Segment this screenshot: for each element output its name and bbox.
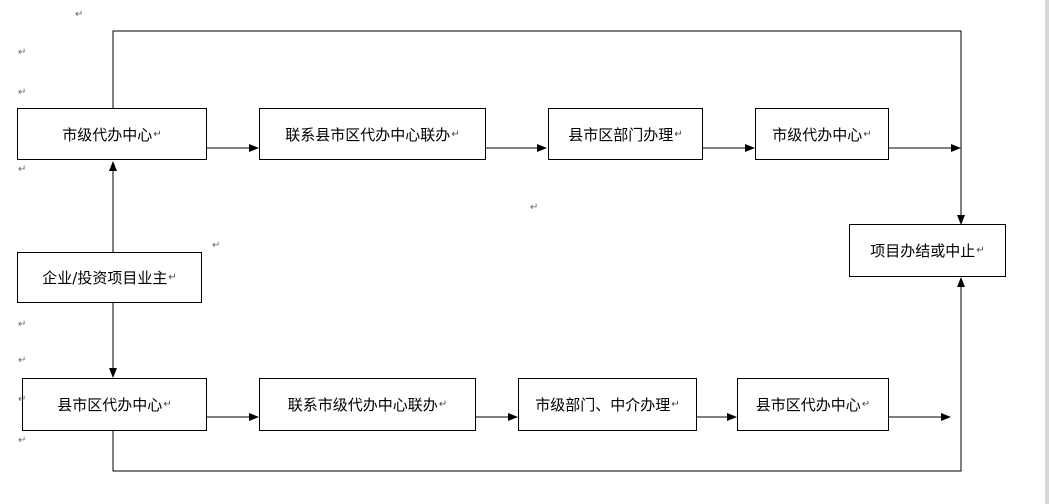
node-county-dept: 县市区部门办理↵ bbox=[548, 108, 703, 160]
paragraph-mark-icon: ↵ bbox=[18, 355, 27, 366]
paragraph-mark-icon: ↵ bbox=[451, 128, 460, 140]
paragraph-mark-icon: ↵ bbox=[18, 394, 27, 405]
node-city-dept: 市级部门、中介办理↵ bbox=[518, 378, 697, 431]
node-county-center-bottom: 县市区代办中心↵ bbox=[22, 378, 207, 431]
node-finish: 项目办结或中止↵ bbox=[849, 224, 1006, 277]
node-city-center-top: 市级代办中心↵ bbox=[17, 108, 207, 160]
paragraph-mark-icon: ↵ bbox=[861, 399, 871, 410]
node-label: 企业/投资项目业主 bbox=[42, 269, 168, 287]
node-county-center-end: 县市区代办中心↵ bbox=[737, 378, 889, 431]
node-label: 联系市级代办中心联办 bbox=[287, 396, 438, 414]
paragraph-mark-icon: ↵ bbox=[153, 128, 162, 140]
page-edge-divider bbox=[1045, 0, 1049, 504]
paragraph-mark-icon: ↵ bbox=[18, 164, 27, 175]
node-label: 县市区部门办理 bbox=[568, 125, 674, 144]
node-city-center-end: 市级代办中心↵ bbox=[755, 108, 889, 160]
paragraph-mark-icon: ↵ bbox=[863, 128, 872, 140]
paragraph-mark-icon: ↵ bbox=[18, 87, 27, 98]
paragraph-mark-icon: ↵ bbox=[18, 319, 27, 330]
node-label: 联系县市区代办中心联办 bbox=[285, 125, 451, 144]
node-label: 项目办结或中止 bbox=[870, 242, 976, 260]
paragraph-mark-icon: ↵ bbox=[18, 47, 27, 58]
node-label: 市级部门、中介办理 bbox=[535, 396, 671, 414]
paragraph-mark-icon: ↵ bbox=[75, 9, 84, 20]
node-label: 县市区代办中心 bbox=[57, 396, 163, 414]
paragraph-mark-icon: ↵ bbox=[163, 399, 172, 410]
paragraph-mark-icon: ↵ bbox=[674, 128, 683, 140]
connector-top-bypass bbox=[112, 30, 965, 225]
node-owner: 企业/投资项目业主↵ bbox=[17, 252, 202, 303]
node-label: 市级代办中心 bbox=[62, 125, 153, 144]
node-label: 县市区代办中心 bbox=[755, 396, 861, 414]
paragraph-mark-icon: ↵ bbox=[530, 202, 539, 213]
node-contact-city: 联系市级代办中心联办↵ bbox=[259, 378, 476, 431]
paragraph-mark-icon: ↵ bbox=[212, 240, 221, 251]
node-contact-county: 联系县市区代办中心联办↵ bbox=[259, 108, 486, 160]
paragraph-mark-icon: ↵ bbox=[18, 435, 27, 446]
node-label: 市级代办中心 bbox=[772, 125, 863, 144]
paragraph-mark-icon: ↵ bbox=[438, 399, 448, 410]
connector-bottom-bypass bbox=[112, 277, 965, 472]
paragraph-mark-icon: ↵ bbox=[671, 399, 680, 410]
paragraph-mark-icon: ↵ bbox=[976, 245, 985, 256]
paragraph-mark-icon: ↵ bbox=[168, 272, 177, 283]
